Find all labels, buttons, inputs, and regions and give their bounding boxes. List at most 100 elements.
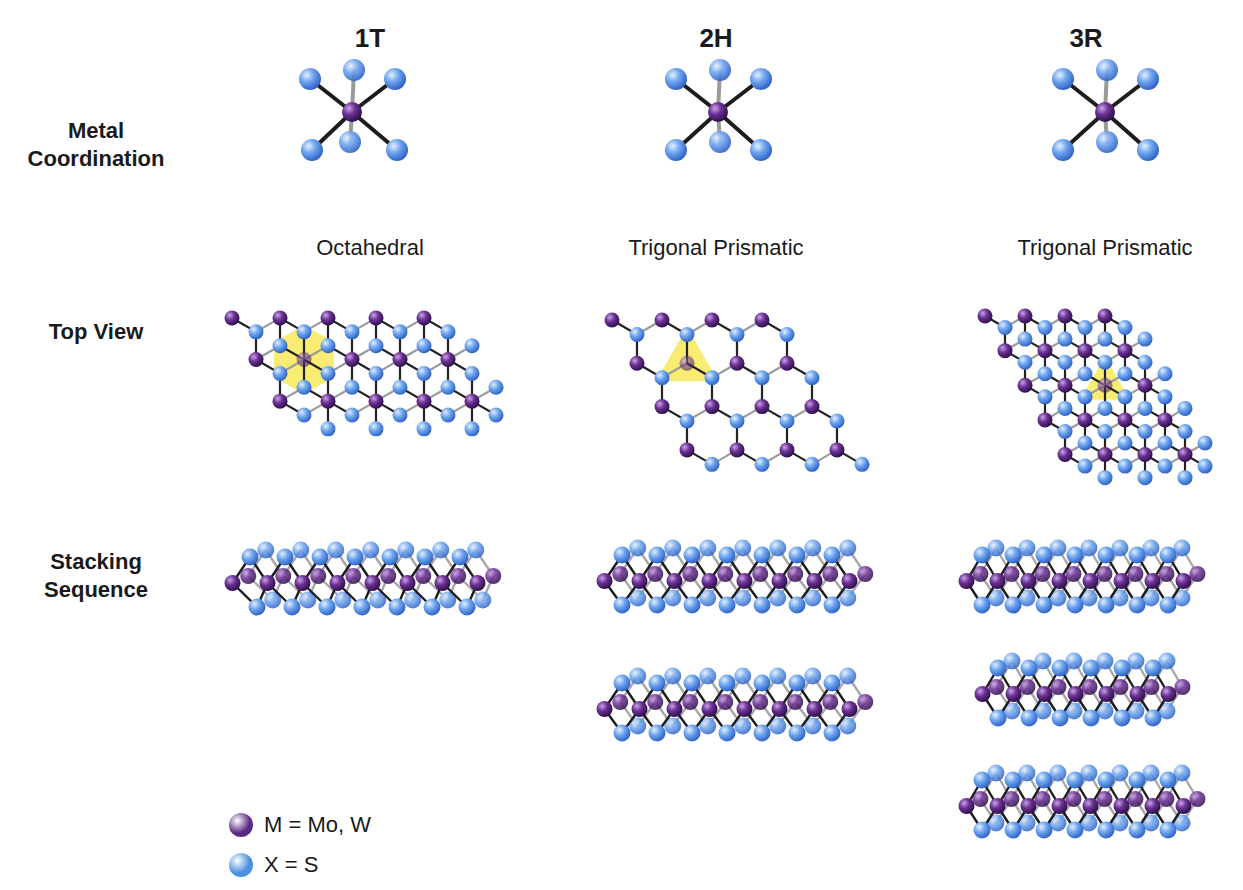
metal-atom bbox=[959, 798, 975, 814]
sulfur-atom bbox=[769, 540, 786, 557]
geometry-label: Trigonal Prismatic bbox=[1017, 234, 1192, 262]
metal-atom bbox=[1176, 573, 1192, 589]
metal-atom bbox=[730, 442, 745, 457]
row-heading: Stacking Sequence bbox=[7, 548, 185, 603]
sulfur-atom bbox=[397, 542, 414, 559]
sulfur-atom bbox=[1078, 436, 1093, 451]
sulfur-atom bbox=[1178, 401, 1193, 416]
sulfur-atom bbox=[780, 327, 795, 342]
sulfur-atom bbox=[432, 542, 449, 559]
sulfur-atom bbox=[709, 131, 731, 153]
sulfur-atom bbox=[734, 540, 751, 557]
metal-atom bbox=[787, 566, 803, 582]
top-view-figures bbox=[225, 309, 1213, 486]
sulfur-atom bbox=[755, 457, 770, 472]
sulfur-atom bbox=[824, 725, 841, 742]
metal-atom bbox=[400, 575, 416, 591]
sulfur-atom bbox=[1137, 68, 1159, 90]
metal-atom bbox=[260, 575, 276, 591]
sulfur-atom bbox=[789, 597, 806, 614]
column-heading: 3R bbox=[1069, 22, 1102, 55]
row-heading: Top View bbox=[49, 318, 144, 346]
metal-atom bbox=[330, 575, 346, 591]
sulfur-atom bbox=[424, 599, 441, 616]
metal-atom bbox=[1068, 686, 1084, 702]
sulfur-atom bbox=[1198, 459, 1213, 474]
metal-atom bbox=[978, 309, 993, 324]
sulfur-atom bbox=[1118, 436, 1133, 451]
sulfur-atom bbox=[665, 68, 687, 90]
metal-atom bbox=[612, 566, 628, 582]
metal-atom bbox=[990, 798, 1006, 814]
sulfur-atom bbox=[1078, 320, 1093, 335]
sulfur-atom bbox=[789, 725, 806, 742]
sulfur-atom bbox=[754, 725, 771, 742]
metal-atom bbox=[417, 394, 432, 409]
sulfur-atom bbox=[1160, 547, 1177, 564]
sulfur-atom bbox=[684, 675, 701, 692]
sulfur-atom bbox=[1058, 355, 1073, 370]
metal-atom bbox=[1118, 412, 1133, 427]
sulfur-atom bbox=[1178, 424, 1193, 439]
coordination-figures bbox=[299, 59, 1159, 161]
sulfur-atom bbox=[1052, 710, 1069, 727]
sulfur-atom bbox=[297, 407, 312, 422]
sulfur-atom bbox=[805, 370, 820, 385]
sulfur-atom bbox=[1005, 547, 1022, 564]
metal-atom bbox=[632, 573, 648, 589]
metal-atom bbox=[1021, 798, 1037, 814]
sulfur-atom bbox=[321, 366, 336, 381]
metal-atom bbox=[857, 566, 873, 582]
sulfur-atom bbox=[750, 68, 772, 90]
sulfur-atom bbox=[699, 540, 716, 557]
metal-atom bbox=[702, 701, 718, 717]
legend-swatch bbox=[229, 853, 253, 877]
sulfur-atom bbox=[1118, 389, 1133, 404]
sulfur-atom bbox=[384, 68, 406, 90]
metal-atom bbox=[667, 701, 683, 717]
metal-atom bbox=[842, 573, 858, 589]
metal-atom bbox=[1078, 343, 1093, 358]
sulfur-atom bbox=[719, 725, 736, 742]
metal-atom bbox=[1052, 798, 1068, 814]
sulfur-atom bbox=[998, 320, 1013, 335]
sulfur-atom bbox=[1160, 822, 1177, 839]
sulfur-atom bbox=[417, 366, 432, 381]
sulfur-atom bbox=[1005, 597, 1022, 614]
metal-atom bbox=[1058, 309, 1073, 324]
sulfur-atom bbox=[474, 592, 491, 609]
sulfur-atom bbox=[1129, 822, 1146, 839]
sulfur-atom bbox=[614, 725, 631, 742]
metal-atom bbox=[485, 568, 501, 584]
sulfur-atom bbox=[719, 675, 736, 692]
sulfur-atom bbox=[684, 547, 701, 564]
metal-atom bbox=[612, 694, 628, 710]
sulfur-atom bbox=[465, 366, 480, 381]
legend-swatch bbox=[229, 813, 253, 837]
sulfur-atom bbox=[1118, 459, 1133, 474]
sulfur-atom bbox=[824, 547, 841, 564]
sulfur-atom bbox=[319, 599, 336, 616]
sulfur-atom bbox=[1129, 597, 1146, 614]
metal-atom bbox=[717, 566, 733, 582]
metal-atom bbox=[752, 694, 768, 710]
metal-atom bbox=[1083, 573, 1099, 589]
sulfur-atom bbox=[1138, 332, 1153, 347]
sulfur-atom bbox=[629, 668, 646, 685]
sulfur-atom bbox=[1058, 401, 1073, 416]
sulfur-atom bbox=[1036, 772, 1053, 789]
metal-atom bbox=[805, 399, 820, 414]
sulfur-atom bbox=[369, 366, 384, 381]
sulfur-atom bbox=[699, 668, 716, 685]
sulfur-atom bbox=[1067, 772, 1084, 789]
sulfur-atom bbox=[321, 338, 336, 353]
metal-atom bbox=[345, 568, 361, 584]
metal-atom bbox=[1114, 573, 1130, 589]
column-heading: 1T bbox=[355, 22, 385, 55]
legend-text: X = S bbox=[264, 852, 318, 878]
metal-atom bbox=[1095, 102, 1115, 122]
metal-atom bbox=[225, 575, 241, 591]
metal-atom bbox=[807, 701, 823, 717]
metal-atom bbox=[342, 102, 362, 122]
sulfur-atom bbox=[1036, 597, 1053, 614]
